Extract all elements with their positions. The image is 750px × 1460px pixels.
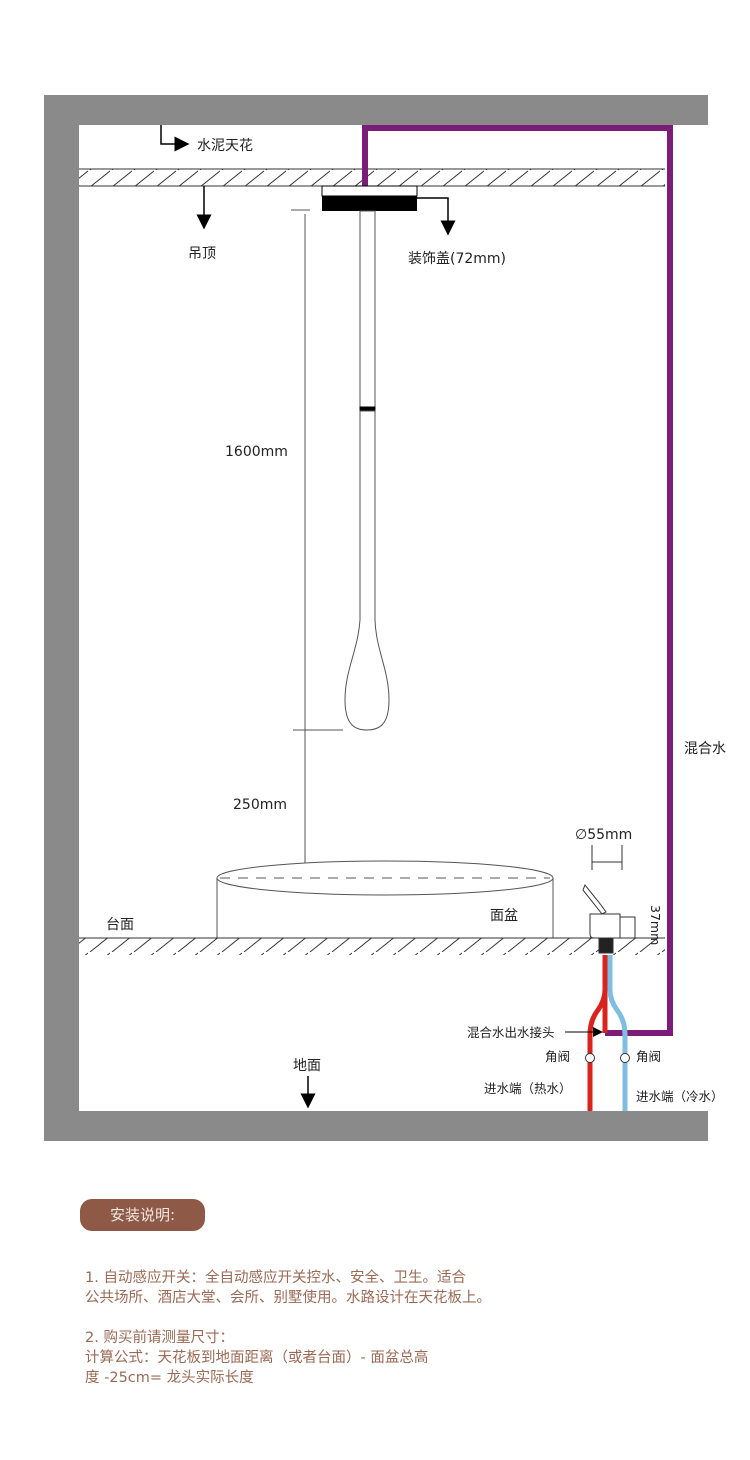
angle-valve-hot <box>585 1053 595 1063</box>
inlet-cold-label: 进水端（冷水） <box>636 1089 724 1104</box>
suspended-ceiling-label: 吊顶 <box>188 246 216 262</box>
angle-valve-left-label: 角阀 <box>545 1049 570 1064</box>
faucet-valve <box>582 884 636 954</box>
diameter-label: ∅55mm <box>575 827 632 843</box>
instruction-2-line-3: 度 -25cm= 龙头实际长度 <box>85 1370 254 1386</box>
basin-label: 面盆 <box>490 908 518 924</box>
height-37-label: 37mm <box>648 905 663 945</box>
instructions-text: 1. 自动感应开关：全自动感应开关控水、安全、卫生。适合 公共场所、酒店大堂、会… <box>85 1268 555 1408</box>
inlet-hot-label: 进水端（热水） <box>484 1081 572 1096</box>
length-1600-label: 1600mm <box>225 444 288 460</box>
angle-valve-cold <box>620 1053 630 1063</box>
instruction-item-2: 2. 购买前请测量尺寸： 计算公式：天花板到地面距离（或者台面）- 面盆总高 度… <box>85 1328 555 1388</box>
instruction-2-line-1: 2. 购买前请测量尺寸： <box>85 1330 234 1346</box>
cement-ceiling-arrow <box>160 125 190 152</box>
mixed-outlet-label: 混合水出水接头 <box>467 1025 555 1040</box>
mixed-water-pipe <box>362 125 673 1036</box>
instruction-item-1: 1. 自动感应开关：全自动感应开关控水、安全、卫生。适合 公共场所、酒店大堂、会… <box>85 1268 555 1308</box>
instruction-2-line-2: 计算公式：天花板到地面距离（或者台面）- 面盆总高 <box>85 1350 429 1366</box>
angle-valve-right-label: 角阀 <box>636 1049 661 1064</box>
cement-ceiling-label: 水泥天花 <box>197 138 253 154</box>
canopy-arrow <box>417 197 456 236</box>
floor-label: 地面 <box>293 1058 321 1074</box>
countertop <box>79 937 665 955</box>
diameter-dimension <box>591 845 623 870</box>
instruction-1-line-1: 1. 自动感应开关：全自动感应开关控水、安全、卫生。适合 <box>85 1270 466 1286</box>
faucet-rod <box>344 210 390 731</box>
room-frame <box>44 95 708 1141</box>
canopy-label: 装饰盖(72mm) <box>408 251 506 267</box>
mixed-water-label: 混合水 <box>684 741 726 757</box>
suspended-ceiling <box>79 168 665 187</box>
canopy <box>321 185 418 211</box>
basin <box>216 860 554 938</box>
cold-water-pipe <box>607 955 628 1111</box>
countertop-label: 台面 <box>106 917 134 933</box>
length-250-label: 250mm <box>233 797 287 813</box>
instructions-title-badge: 安装说明: <box>80 1199 205 1231</box>
instruction-1-line-2: 公共场所、酒店大堂、会所、别墅使用。水路设计在天花板上。 <box>85 1290 491 1306</box>
dimension-lines <box>291 209 343 880</box>
